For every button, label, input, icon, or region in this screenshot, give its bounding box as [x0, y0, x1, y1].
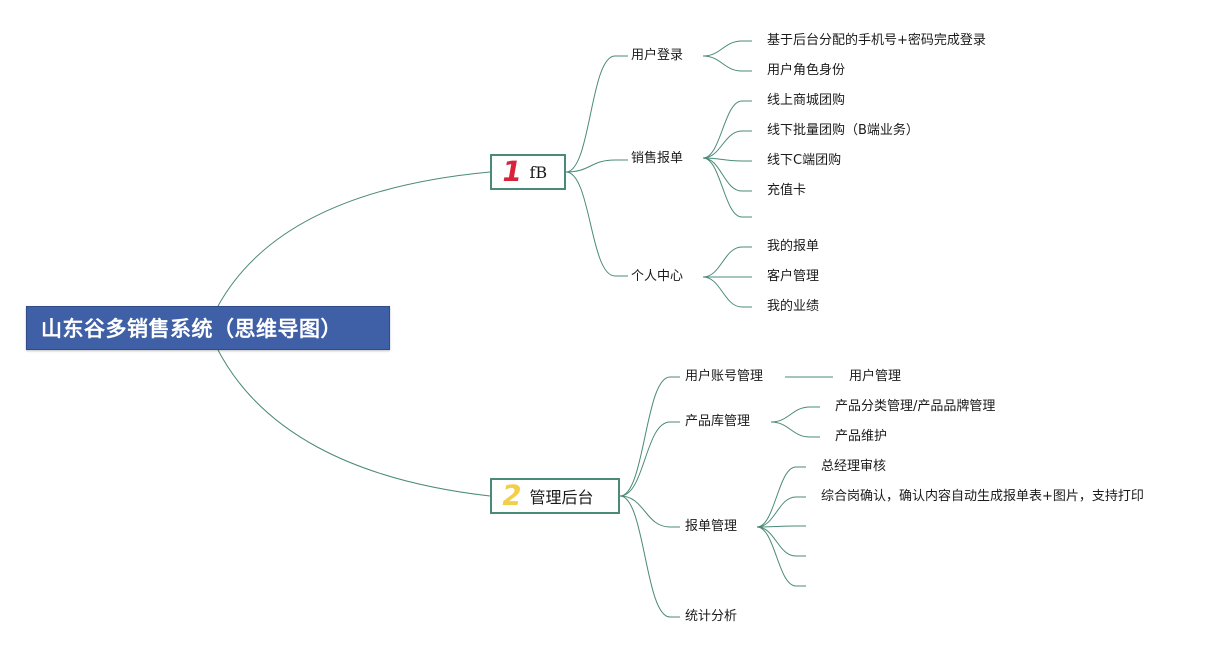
topic-report-mgmt[interactable]: 报单管理 — [685, 519, 738, 534]
leaf-online-group-buy[interactable]: 线上商城团购 — [767, 93, 846, 108]
connector-sales-2 — [702, 157, 743, 162]
connector-report-0 — [756, 466, 797, 528]
leaf-confirm-print[interactable]: 综合岗确认，确认内容自动生成报单表+图片，支持打印 — [821, 489, 1144, 504]
topic-product-mgmt[interactable]: 产品库管理 — [685, 414, 751, 429]
connector-root-to-fb — [217, 171, 491, 307]
connector-report-1 — [756, 496, 797, 528]
connector-login-0 — [702, 40, 743, 57]
connector-report-3 — [756, 526, 797, 557]
topic-statistics[interactable]: 统计分析 — [685, 609, 738, 624]
connector-report-4 — [756, 526, 797, 587]
connector-sales-1 — [702, 130, 743, 159]
connector-login-1 — [702, 55, 743, 72]
leaf-category-brand-mgmt[interactable]: 产品分类管理/产品品牌管理 — [835, 399, 996, 414]
connector-root-to-admin — [217, 349, 491, 497]
connector-personal-0 — [702, 246, 743, 278]
connector-personal-2 — [702, 276, 743, 308]
topic-personal-center[interactable]: 个人中心 — [631, 269, 684, 284]
topic-account-mgmt[interactable]: 用户账号管理 — [685, 369, 764, 384]
leaf-my-performance[interactable]: 我的业绩 — [767, 299, 820, 314]
leaf-offline-bulk-group-buy[interactable]: 线下批量团购（B端业务） — [767, 123, 919, 138]
connector-fb-child-2 — [565, 171, 616, 277]
leaf-recharge-card[interactable]: 充值卡 — [767, 183, 807, 198]
leaf-login-method[interactable]: 基于后台分配的手机号+密码完成登录 — [767, 33, 986, 48]
number-two-icon: 2 — [499, 479, 525, 512]
connector-product-0 — [770, 406, 811, 423]
branch-label-admin: 管理后台 — [529, 488, 594, 507]
connector-fb-child-0 — [565, 55, 616, 173]
leaf-user-role[interactable]: 用户角色身份 — [767, 63, 846, 78]
connector-admin-child-0 — [619, 376, 671, 497]
connector-sales-0 — [702, 100, 743, 159]
connector-report-2 — [756, 525, 797, 528]
leaf-customer-mgmt[interactable]: 客户管理 — [767, 269, 820, 284]
root-node[interactable]: 山东谷多销售系统（思维导图） — [26, 306, 390, 350]
connector-admin-child-1 — [619, 421, 671, 497]
connector-sales-4 — [702, 157, 743, 218]
branch-node-fb[interactable]: 1 fB — [490, 154, 566, 190]
leaf-user-mgmt[interactable]: 用户管理 — [849, 369, 902, 384]
topic-user-login[interactable]: 用户登录 — [631, 48, 684, 63]
connector-admin-child-3 — [619, 495, 671, 618]
leaf-offline-c-group-buy[interactable]: 线下C端团购 — [767, 153, 842, 168]
connector-fb-child-1 — [565, 159, 616, 173]
branch-label-fb: fB — [529, 162, 548, 182]
connector-product-1 — [770, 421, 811, 438]
connector-admin-child-2 — [619, 495, 671, 528]
root-title: 山东谷多销售系统（思维导图） — [41, 317, 342, 341]
number-one-icon: 1 — [499, 155, 525, 188]
leaf-my-reports[interactable]: 我的报单 — [767, 239, 820, 254]
topic-sales-report[interactable]: 销售报单 — [631, 151, 684, 166]
leaf-gm-review[interactable]: 总经理审核 — [821, 459, 887, 474]
leaf-product-maintenance[interactable]: 产品维护 — [835, 429, 888, 444]
branch-node-admin[interactable]: 2 管理后台 — [490, 478, 620, 514]
